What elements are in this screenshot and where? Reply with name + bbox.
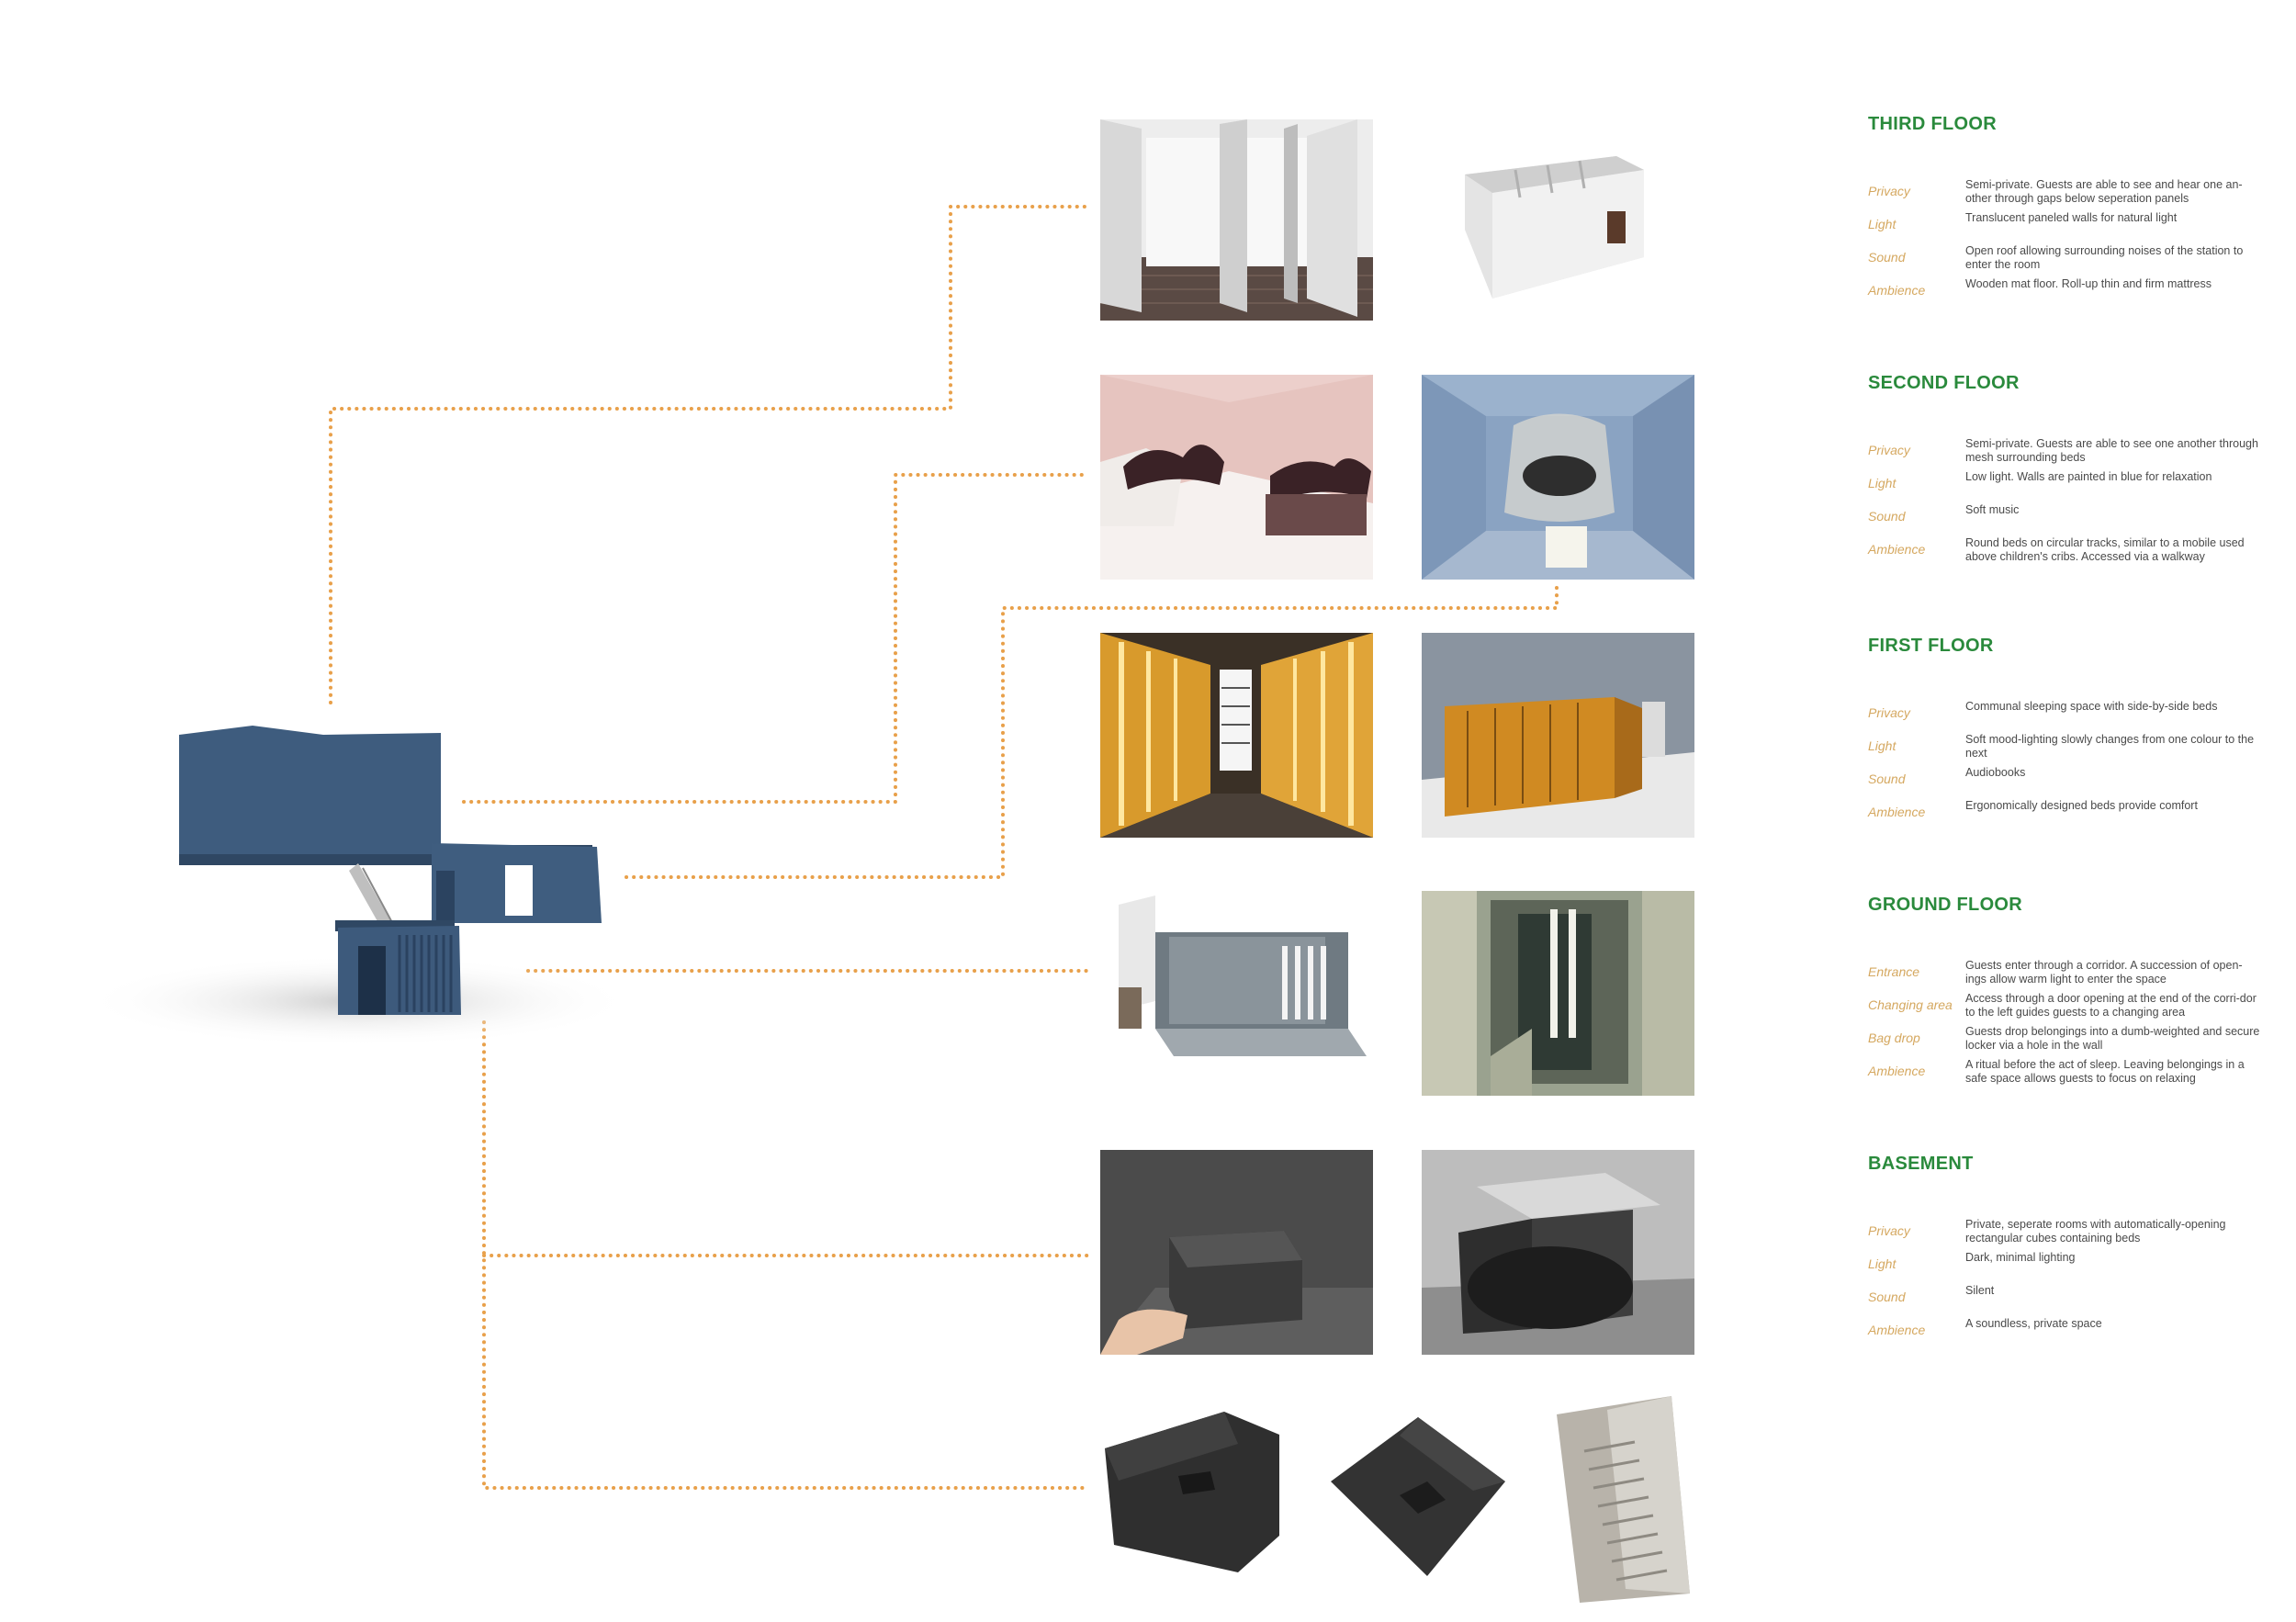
row-text: Ergonomically designed beds provide comf… xyxy=(1965,799,2198,812)
row-text: Semi-private. Guests are able to see one… xyxy=(1965,437,2258,464)
row-label: Ambience xyxy=(1868,542,1926,557)
photo-basement-cube xyxy=(1100,1150,1373,1355)
floor-title: SECOND FLOOR xyxy=(1868,373,2020,393)
middle-volume xyxy=(432,843,602,923)
row-label: Light xyxy=(1868,738,1896,753)
section-third-floor: THIRD FLOOR Privacy Semi-private. Guests… xyxy=(1868,114,2263,298)
upper-volume xyxy=(179,726,441,865)
photo-third-floor-interior xyxy=(1100,119,1373,321)
connector-basement xyxy=(482,1020,1090,1490)
row-text: A ritual before the act of sleep. Leavin… xyxy=(1965,1058,2245,1085)
row-label: Entrance xyxy=(1868,964,1920,979)
row-text: Semi-private. Guests are able to see and… xyxy=(1965,178,2243,205)
photo-ground-floor-openings xyxy=(1422,891,1694,1096)
photo-third-floor-model xyxy=(1460,119,1653,303)
section-basement: BASEMENT Privacy Private, seperate rooms… xyxy=(1868,1154,2263,1346)
photo-first-floor-corridor xyxy=(1100,633,1373,838)
row-label: Ambience xyxy=(1868,1323,1926,1337)
row-text: Low light. Walls are painted in blue for… xyxy=(1965,470,2212,483)
row-label: Ambience xyxy=(1868,1064,1926,1078)
row-text: Access through a door opening at the end… xyxy=(1965,992,2257,1019)
row-text: Translucent paneled walls for natural li… xyxy=(1965,211,2178,224)
section-first-floor: FIRST FLOOR Privacy Communal sleeping sp… xyxy=(1868,636,2263,819)
row-text: Private, seperate rooms with automatical… xyxy=(1965,1218,2226,1245)
photo-basement-room-b xyxy=(1326,1413,1510,1583)
photo-basement-room-a xyxy=(1100,1407,1284,1577)
photo-second-floor-mesh-beds xyxy=(1422,375,1694,580)
row-text: Dark, minimal lighting xyxy=(1965,1251,2076,1264)
connector-second-floor xyxy=(462,473,1090,804)
row-label: Sound xyxy=(1868,772,1906,786)
row-text: Wooden mat floor. Roll-up thin and firm … xyxy=(1965,277,2212,290)
row-text: A soundless, private space xyxy=(1965,1317,2102,1330)
row-label: Sound xyxy=(1868,250,1906,265)
row-text: Communal sleeping space with side-by-sid… xyxy=(1965,700,2218,713)
row-label: Ambience xyxy=(1868,283,1926,298)
photo-basement-open-cube xyxy=(1422,1150,1694,1355)
row-text: Round beds on circular tracks, similar t… xyxy=(1965,536,2245,563)
row-label: Light xyxy=(1868,217,1896,231)
row-text: Guests drop belongings into a dumb-weigh… xyxy=(1965,1025,2260,1052)
building-model xyxy=(83,726,634,1047)
row-label: Light xyxy=(1868,476,1896,490)
photo-ground-floor-model xyxy=(1100,891,1373,1096)
row-label: Privacy xyxy=(1868,1223,1910,1238)
row-text: Open roof allowing surrounding noises of… xyxy=(1965,244,2244,271)
row-label: Ambience xyxy=(1868,805,1926,819)
connector-first-floor xyxy=(625,606,1559,879)
section-ground-floor: GROUND FLOOR Entrance Guests enter throu… xyxy=(1868,895,2263,1097)
floor-title: THIRD FLOOR xyxy=(1868,114,1997,134)
floor-title: GROUND FLOOR xyxy=(1868,895,2023,915)
row-label: Light xyxy=(1868,1256,1896,1271)
row-text: Soft music xyxy=(1965,503,2020,516)
photo-second-floor-lounge xyxy=(1100,375,1373,580)
row-label: Privacy xyxy=(1868,705,1910,720)
floor-title: BASEMENT xyxy=(1868,1154,1974,1174)
row-label: Changing area xyxy=(1868,997,1953,1012)
row-label: Sound xyxy=(1868,1290,1906,1304)
row-label: Privacy xyxy=(1868,443,1910,457)
floor-title: FIRST FLOOR xyxy=(1868,636,1994,656)
row-text: Guests enter through a corridor. A succe… xyxy=(1965,959,2243,986)
row-text: Audiobooks xyxy=(1965,766,2026,779)
row-text: Silent xyxy=(1965,1284,1995,1297)
ground-volume xyxy=(335,920,461,1015)
photo-first-floor-model xyxy=(1422,633,1694,838)
section-second-floor: SECOND FLOOR Privacy Semi-private. Guest… xyxy=(1868,373,2263,575)
row-label: Privacy xyxy=(1868,184,1910,198)
row-text: Soft mood-lighting slowly changes from o… xyxy=(1965,733,2255,760)
row-label: Sound xyxy=(1868,509,1906,524)
photo-basement-stair-shaft xyxy=(1552,1396,1699,1603)
row-label: Bag drop xyxy=(1868,1031,1920,1045)
connector-third-floor xyxy=(329,205,1090,704)
